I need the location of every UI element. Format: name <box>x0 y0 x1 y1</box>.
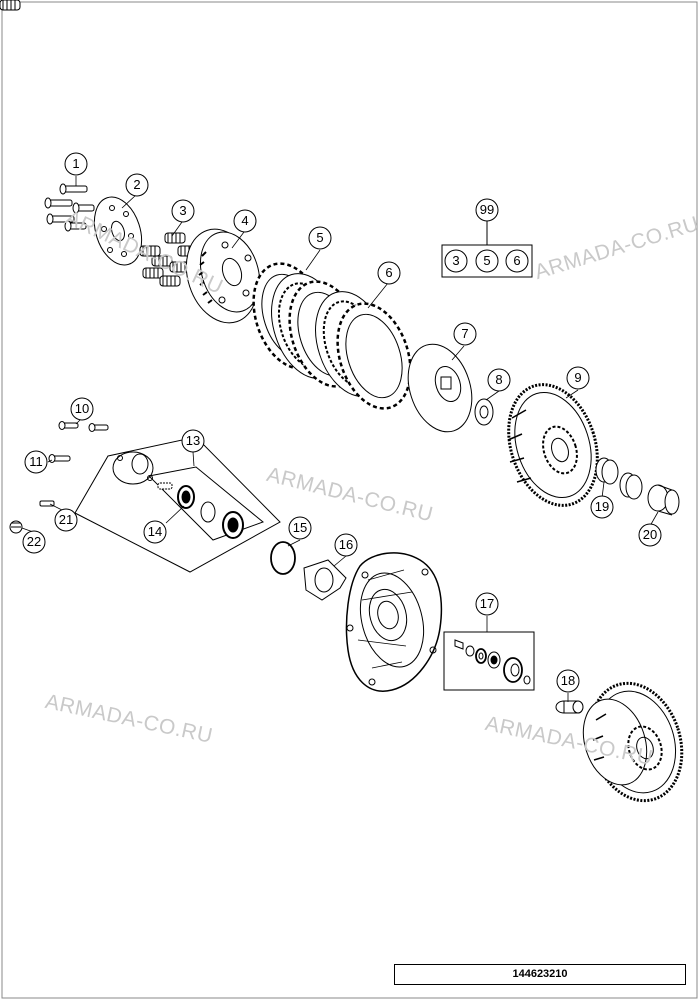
callout-5: 5 <box>316 230 324 245</box>
part-17-seal-kit <box>443 631 535 691</box>
callout-11: 11 <box>29 454 43 469</box>
reference-number: 144623210 <box>512 968 568 980</box>
callout-15: 15 <box>292 520 308 535</box>
callout-16: 16 <box>338 537 354 552</box>
part-15-o-ring <box>270 541 296 575</box>
kit-99-item-3: 3 <box>452 253 460 268</box>
part-11-screw <box>48 454 71 463</box>
part-13-slave-cylinder-kit <box>74 436 281 573</box>
callout-6: 6 <box>385 265 393 280</box>
part-16-gasket <box>303 559 347 601</box>
part-6-steel-discs <box>315 291 412 410</box>
part-18-nut <box>555 700 584 714</box>
part-2-pressure-plate <box>93 196 143 266</box>
callout-circles <box>22 152 662 693</box>
callout-14: 14 <box>147 524 163 539</box>
part-9-clutch-basket <box>507 383 599 507</box>
kit-99-item-5: 5 <box>483 253 491 268</box>
part-10-screws <box>58 421 109 432</box>
callout-7: 7 <box>461 326 469 341</box>
part-22-plug <box>9 520 23 534</box>
callout-18: 18 <box>560 673 576 688</box>
reference-number-box: 144623210 <box>394 964 686 985</box>
callout-9: 9 <box>574 370 582 385</box>
primary-gear-assembly <box>582 681 684 803</box>
callout-19: 19 <box>594 499 610 514</box>
part-20-bushing <box>647 484 680 516</box>
callout-10: 10 <box>74 401 90 416</box>
kit-99-item-6: 6 <box>513 253 521 268</box>
callout-3: 3 <box>179 203 187 218</box>
part-21-bleed-screw <box>39 500 55 507</box>
part-7-pressure-cap <box>407 343 473 433</box>
callout-13: 13 <box>185 433 201 448</box>
callout-1: 1 <box>72 156 80 171</box>
part-4-inner-hub <box>185 228 260 324</box>
leader-lines <box>21 176 659 702</box>
part-19-needle-bearings <box>595 457 643 500</box>
part-1-bolts <box>44 183 95 232</box>
clutch-cover <box>345 552 443 692</box>
callout-17: 17 <box>479 596 495 611</box>
kit-99-box <box>441 221 533 278</box>
callout-8: 8 <box>495 372 503 387</box>
part-3-springs <box>0 0 199 287</box>
callout-22: 22 <box>26 534 42 549</box>
callout-20: 20 <box>642 527 658 542</box>
callout-21: 21 <box>58 512 74 527</box>
part-8-washer <box>474 398 494 426</box>
callout-2: 2 <box>133 177 141 192</box>
callout-4: 4 <box>241 213 249 228</box>
callout-99: 99 <box>479 202 495 217</box>
